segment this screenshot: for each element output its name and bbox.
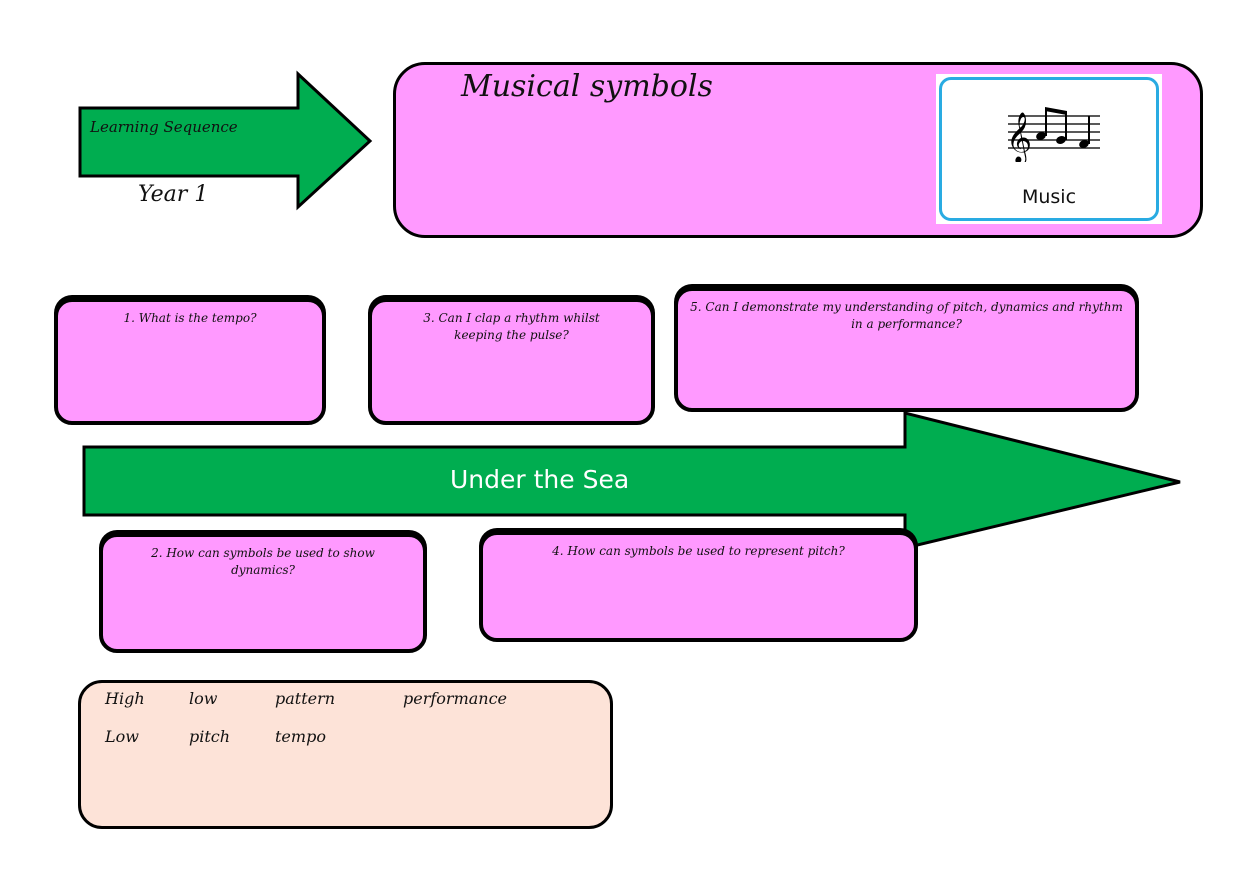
question-card-5: 5. Can I demonstrate my understanding of… — [674, 287, 1139, 412]
year-label: Year 1 — [138, 182, 209, 207]
vocab-word: performance — [403, 689, 508, 708]
subject-tile-label: Music — [1021, 186, 1077, 208]
vocab-word: low — [189, 689, 218, 708]
learning-sequence-arrow — [78, 70, 373, 211]
vocab-word: pitch — [189, 727, 231, 746]
subject-tile-frame: 𝄞 Music — [939, 77, 1159, 221]
question-text: 3. Can I clap a rhythm whilst keeping th… — [423, 311, 600, 342]
question-card-1: 1. What is the tempo? — [54, 298, 326, 425]
subject-tile-music: 𝄞 Music — [936, 74, 1162, 224]
topic-arrow — [82, 411, 1181, 550]
question-card-4: 4. How can symbols be used to represent … — [479, 531, 918, 642]
vocabulary-box: High low pattern performance Low pitch t… — [78, 680, 613, 829]
question-text: 2. How can symbols be used to show dynam… — [151, 546, 375, 577]
question-card-3: 3. Can I clap a rhythm whilst keeping th… — [368, 298, 655, 425]
learning-sequence-label: Learning Sequence — [90, 118, 238, 136]
question-text: 4. How can symbols be used to represent … — [552, 544, 845, 558]
question-card-2: 2. How can symbols be used to show dynam… — [99, 533, 427, 653]
question-text: 5. Can I demonstrate my understanding of… — [690, 300, 1123, 331]
music-notes-icon: 𝄞 — [1006, 107, 1100, 162]
vocab-word: High — [105, 689, 145, 708]
vocab-word: tempo — [275, 727, 326, 746]
vocab-word: Low — [105, 727, 139, 746]
question-text: 1. What is the tempo? — [123, 311, 257, 325]
topic-label: Under the Sea — [450, 465, 630, 494]
svg-text:𝄞: 𝄞 — [1006, 112, 1032, 162]
page-title: Musical symbols — [461, 69, 713, 104]
vocab-word: pattern — [275, 689, 336, 708]
